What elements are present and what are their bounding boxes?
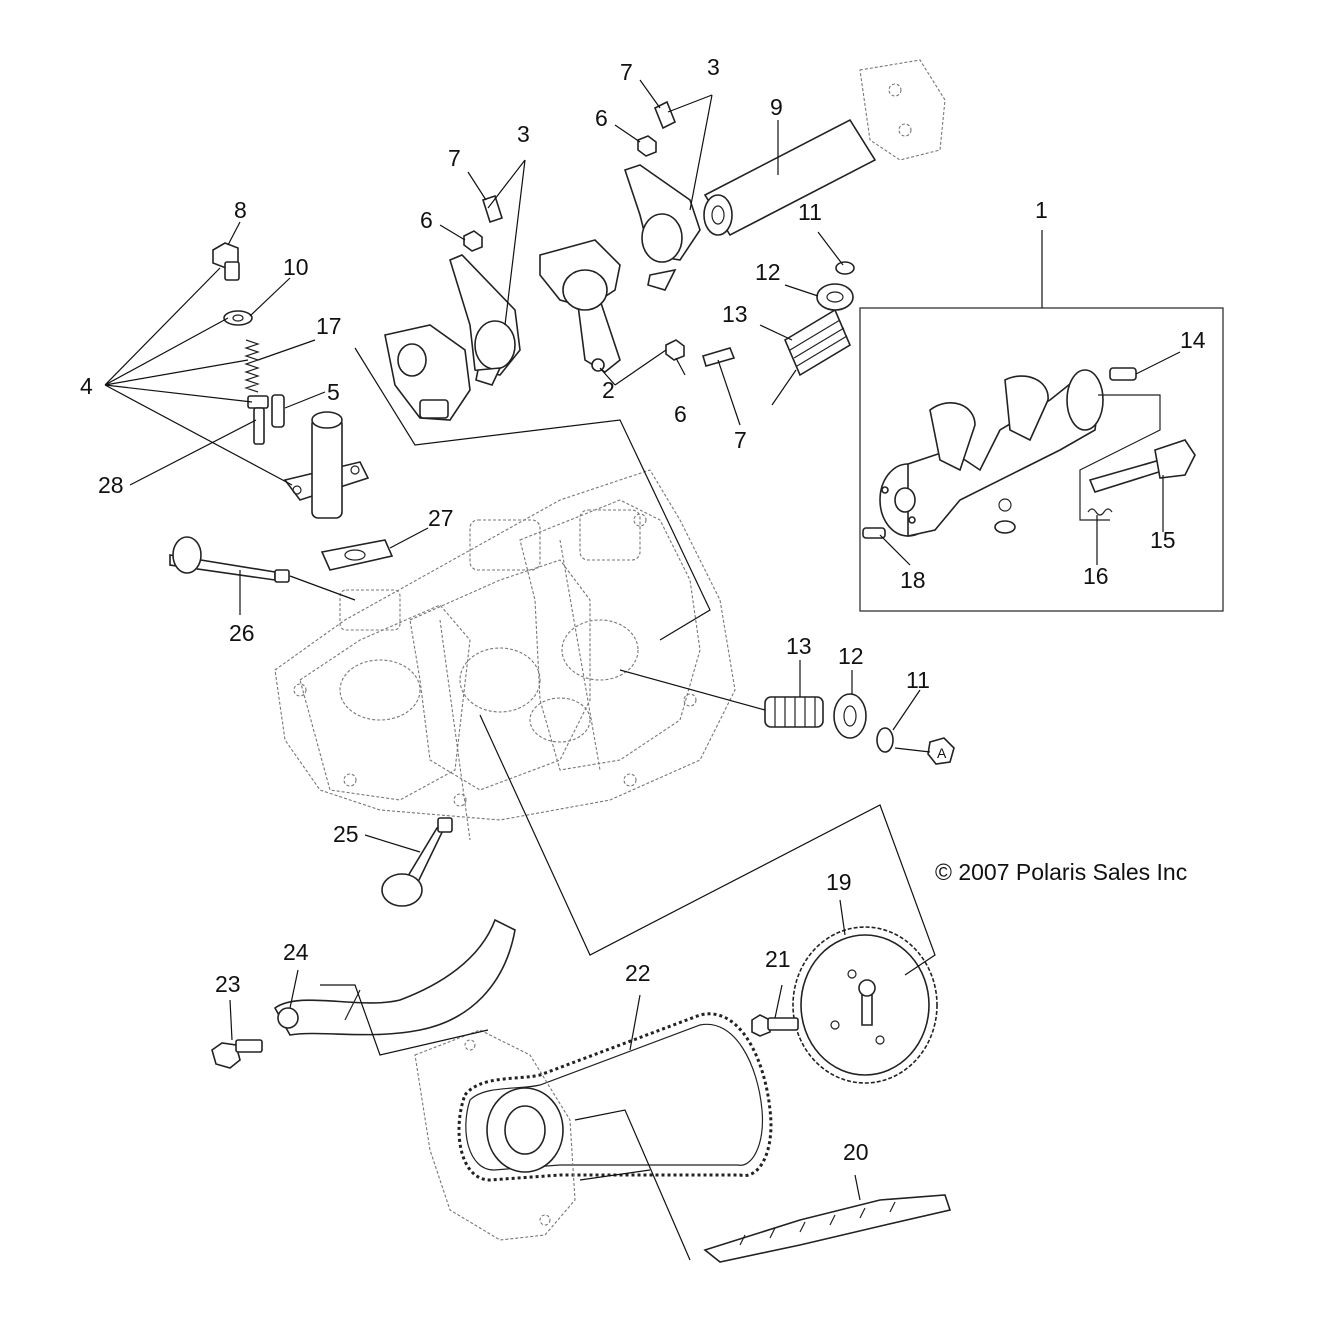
callout-3-upper: 3 (707, 54, 720, 80)
valve-spring-lower (764, 696, 824, 728)
callout-7-upper: 7 (620, 59, 633, 85)
keeper-lower (876, 727, 894, 753)
marker-label: A (937, 745, 947, 761)
camshaft-pin-14 (1109, 367, 1137, 381)
callout-25: 25 (333, 821, 359, 847)
cam-chain (457, 1012, 773, 1182)
callout-17: 17 (316, 313, 342, 339)
pin-5 (271, 394, 285, 428)
callout-24: 24 (283, 939, 309, 965)
valve-26 (169, 536, 290, 583)
callout-13-lower: 13 (786, 633, 812, 659)
crank-sprocket (486, 1087, 564, 1173)
adjuster-screw-7a (653, 100, 677, 130)
sprocket-bolt-21 (751, 1014, 799, 1037)
callout-7-lower: 7 (734, 427, 747, 453)
rocker-arm-middle (449, 254, 521, 386)
valve-spring-upper (783, 308, 852, 377)
tensioner-body (283, 411, 370, 519)
callout-26: 26 (229, 620, 255, 646)
decomp-spring-16 (1087, 508, 1113, 516)
tensioner-spring-17 (244, 339, 260, 393)
callout-5: 5 (327, 379, 340, 405)
camshaft-bracket-line (1079, 394, 1161, 521)
callout-14: 14 (1180, 327, 1206, 353)
rocker-arm-lower (539, 239, 621, 373)
callout-11-lower: 11 (906, 667, 930, 693)
callout-1: 1 (1035, 197, 1048, 223)
callout-11-upper: 11 (798, 199, 822, 225)
callout-10: 10 (283, 254, 309, 280)
rocker-shaft (703, 59, 946, 237)
callout-18: 18 (900, 567, 926, 593)
callout-23: 23 (215, 971, 241, 997)
chain-guide-24 (273, 918, 516, 1036)
adjuster-screw-7b (481, 194, 504, 224)
rocker-arm-upper-right (623, 164, 701, 291)
callout-20: 20 (843, 1139, 869, 1165)
keeper-upper (835, 261, 855, 275)
tensioner-bolt-28 (247, 395, 269, 445)
valve-25 (381, 817, 453, 907)
callout-19: 19 (826, 869, 852, 895)
callout-8: 8 (234, 197, 247, 223)
tensioner-blade-20 (703, 1194, 952, 1263)
adjuster-nut-6a (637, 135, 657, 157)
camshaft-assembly-box (859, 230, 1224, 612)
decomp-lever-15 (1088, 439, 1196, 493)
camshaft-washer (994, 498, 1016, 534)
leader-lines (104, 79, 1181, 1261)
adjuster-nut-6b (463, 230, 483, 252)
callout-12-lower: 12 (838, 643, 864, 669)
copyright-notice: © 2007 Polaris Sales Inc (935, 859, 1187, 885)
callout-21: 21 (765, 946, 791, 972)
rocker-support (384, 324, 471, 421)
callout-12-upper: 12 (755, 259, 781, 285)
callout-2: 2 (602, 377, 615, 403)
callout-3-middle: 3 (517, 121, 530, 147)
callout-6-upper: 6 (595, 105, 608, 131)
adjuster-nut-6c (665, 339, 685, 361)
camshaft (879, 369, 1104, 537)
cylinder-head (274, 469, 736, 841)
callout-15: 15 (1150, 527, 1176, 553)
callout-labels: 1 2 3 3 4 5 6 6 6 7 7 7 8 9 10 11 11 12 … (80, 54, 1206, 1165)
callout-27: 27 (428, 505, 454, 531)
guide-bolt-23 (211, 1039, 263, 1069)
cam-sprocket (792, 926, 938, 1084)
callout-16: 16 (1083, 563, 1109, 589)
pin-18 (862, 527, 886, 539)
callout-13-upper: 13 (722, 301, 748, 327)
callout-6-middle: 6 (420, 207, 433, 233)
washer-10 (223, 310, 253, 326)
callout-9: 9 (770, 94, 783, 120)
callout-22: 22 (625, 960, 651, 986)
retainer-lower (833, 693, 867, 739)
tensioner-bolt-8 (212, 242, 240, 281)
retainer-upper (816, 283, 854, 311)
reference-marker-a: A (927, 737, 955, 765)
callout-6-lower: 6 (674, 401, 687, 427)
adjuster-screw-7c (702, 347, 736, 367)
callout-7-middle: 7 (448, 145, 461, 171)
gasket-27 (320, 539, 394, 571)
callout-4: 4 (80, 373, 93, 399)
callout-28: 28 (98, 472, 124, 498)
crank-cover (414, 1029, 576, 1241)
